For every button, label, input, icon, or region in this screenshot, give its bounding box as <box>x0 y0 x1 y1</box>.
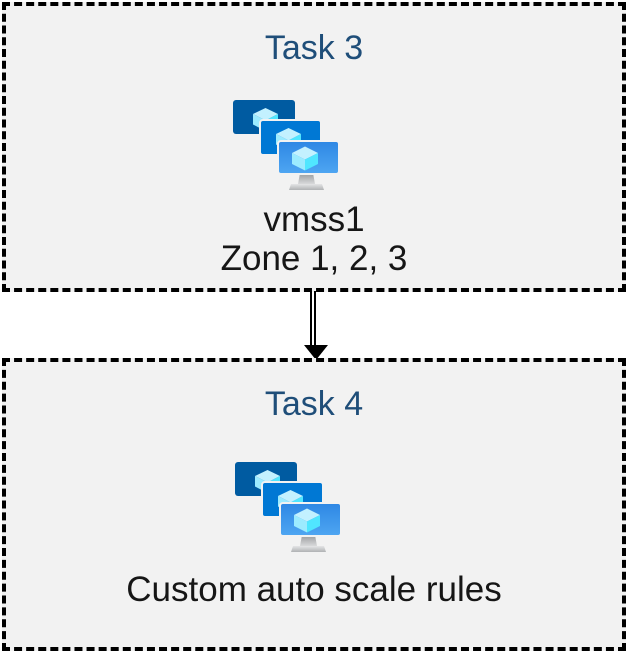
task4-labels: Custom auto scale rules <box>6 570 622 609</box>
autoscale-rules-label: Custom auto scale rules <box>126 570 502 609</box>
flow-arrow <box>300 290 332 360</box>
task4-title: Task 4 <box>264 385 364 423</box>
task4-box: Task 4 Custom auto scale rules <box>2 358 626 651</box>
task3-title: Task 3 <box>264 29 364 67</box>
vmss-name-label: vmss1 <box>263 200 365 239</box>
vm-scale-sets-icon <box>235 462 341 554</box>
zones-label: Zone 1, 2, 3 <box>220 239 408 278</box>
task3-labels: vmss1 Zone 1, 2, 3 <box>6 200 622 278</box>
task3-box: Task 3 vmss1 Zone 1, 2, 3 <box>2 2 626 292</box>
arrow-shaft <box>310 291 316 346</box>
arrow-head-icon <box>304 345 328 360</box>
vm-scale-sets-icon <box>233 100 339 192</box>
